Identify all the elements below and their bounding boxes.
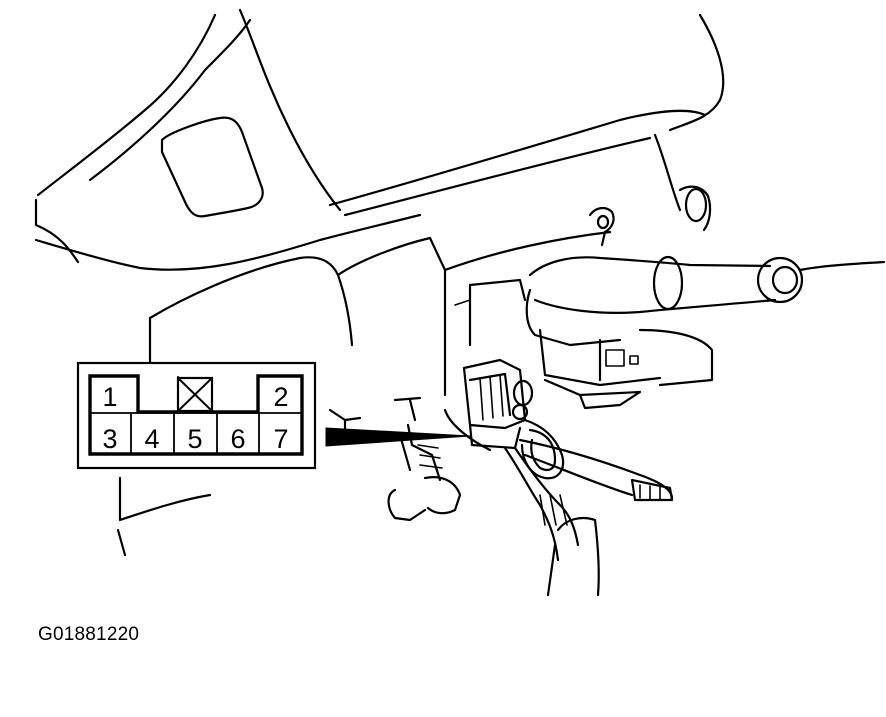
crossed-box-icon: [176, 376, 214, 413]
pin-label: 1: [102, 382, 117, 412]
pin-label: 2: [273, 382, 288, 412]
figure-id: G01881220: [38, 624, 140, 645]
steering-column: [454, 185, 886, 410]
pin-label: 4: [144, 424, 159, 454]
pin-label: 5: [187, 424, 202, 454]
lower-trim: [116, 396, 422, 557]
dashboard-outline: [34, 8, 725, 397]
callout-pointer: [325, 427, 471, 447]
turn-signal-lever: [518, 438, 674, 502]
pin-label: 7: [273, 424, 288, 454]
switch-connector: [462, 358, 534, 450]
wiring-harness: [387, 408, 600, 597]
pin-label: 6: [230, 424, 245, 454]
pin-label: 3: [102, 424, 117, 454]
connector-pinout-inset: 1 2 3 4 5 6 7: [76, 361, 317, 470]
